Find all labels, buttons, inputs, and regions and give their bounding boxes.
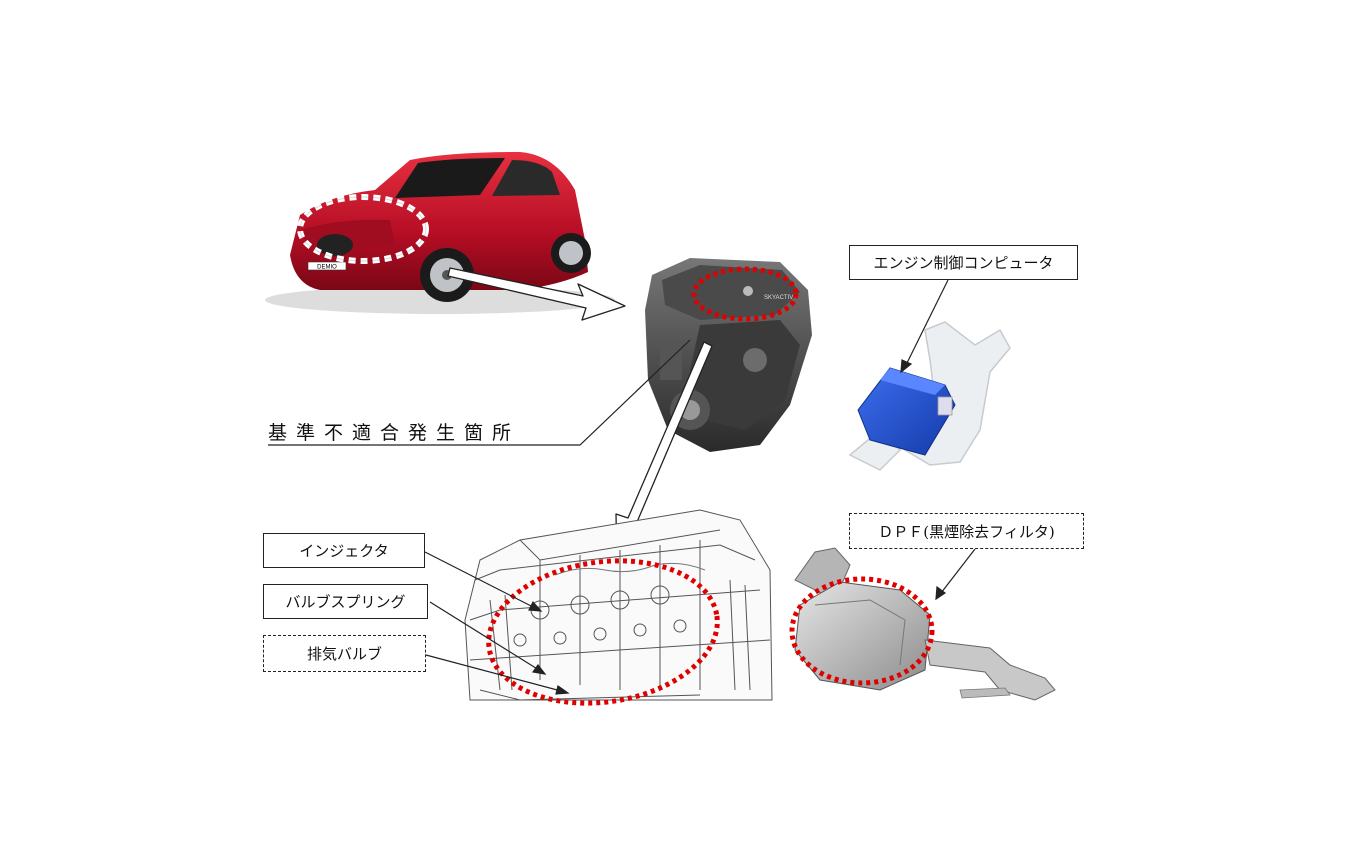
leader-ecu xyxy=(905,279,949,366)
leader-injector xyxy=(424,551,536,609)
engine-highlight xyxy=(691,266,799,322)
car-image: DEMIO xyxy=(265,152,615,314)
label-dpf: ＤＰＦ(黒煙除去フィルタ) xyxy=(849,513,1084,549)
leader-dpf xyxy=(940,548,976,594)
cylinder-head-drawing xyxy=(464,509,773,701)
leader-exhaust-valve xyxy=(425,654,562,692)
arrow-car-to-engine xyxy=(447,267,626,321)
cylinder-head-highlight xyxy=(486,558,720,706)
dpf-highlight xyxy=(789,576,935,686)
label-location: 基準不適合発生箇所 xyxy=(268,422,521,444)
label-exhaust-valve: 排気バルブ xyxy=(263,635,426,672)
label-ecu: エンジン制御コンピュータ xyxy=(849,245,1078,280)
engine-cover-text: SKYACTIV xyxy=(764,295,793,301)
label-valve-spring: バルブスプリング xyxy=(263,584,428,619)
dpf-image xyxy=(789,547,1056,701)
label-injector: インジェクタ xyxy=(263,533,425,568)
car-badge: DEMIO xyxy=(317,265,337,271)
ecu-image xyxy=(848,321,1011,471)
leader-valve-spring xyxy=(429,601,540,671)
leader-location xyxy=(268,339,691,446)
